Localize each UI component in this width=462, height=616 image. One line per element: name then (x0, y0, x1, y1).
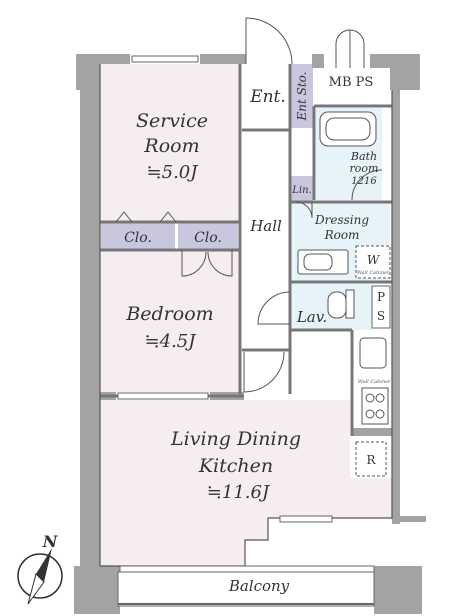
linen-label: Lin. (291, 185, 311, 196)
pipe-space (371, 285, 391, 329)
washer-space (355, 245, 391, 279)
linen-cupboard (291, 176, 313, 202)
lavatory-label: Lav. (296, 308, 327, 326)
compass-north-label: N (42, 532, 59, 551)
compass-needle-icon (36, 548, 52, 582)
ps-line2: S (377, 309, 385, 323)
closet-bedroom-label: Clo. (194, 230, 222, 246)
dressing-room-line1: Dressing (314, 213, 369, 227)
fridge-label: R (366, 453, 376, 467)
balcony-label: Balcony (228, 577, 290, 595)
bedroom-name: Bedroom (125, 303, 213, 325)
entrance-label: Ent. (249, 87, 286, 107)
ent-storage-label: Ent Sto. (295, 72, 309, 122)
ldk-name-2: Kitchen (198, 455, 273, 477)
ldk-name-1: Living Dining (170, 428, 301, 450)
wall-cabinet-label-dressing: Wall Cabinet (357, 270, 390, 276)
balcony-area (117, 571, 375, 607)
sink (359, 337, 387, 369)
service-closet (101, 222, 175, 250)
bedroom-floor (100, 250, 240, 392)
toilet (327, 291, 347, 319)
bedroom-closet (178, 222, 238, 250)
doors (115, 17, 383, 393)
fixtures (297, 111, 391, 477)
bathroom-line2: room (350, 162, 379, 175)
bathroom-size: 1216 (351, 176, 377, 187)
hall-floor (242, 64, 290, 394)
ldk-area: ≒11.6J (207, 482, 271, 503)
walls (74, 54, 426, 614)
compass: N (17, 532, 63, 605)
fridge-space (355, 441, 387, 477)
ps-line1: P (377, 290, 385, 304)
closet-service-label: Clo. (124, 230, 152, 246)
service-room-name-2: Room (143, 135, 199, 157)
service-room-floor (100, 64, 240, 224)
compass-ring (17, 553, 63, 599)
bathroom-line1: Bath (350, 150, 377, 163)
bedroom-area: ≒4.5J (145, 331, 198, 352)
service-room-area: ≒5.0J (147, 162, 200, 183)
service-room-name-1: Service (136, 110, 208, 132)
washer-label: W (367, 253, 381, 267)
wall-cabinet-label-kitchen: Wall Cabinet (358, 379, 391, 385)
dressing-room-line2: Room (324, 228, 360, 242)
hall-label: Hall (249, 217, 282, 235)
stove (361, 387, 389, 425)
entrance-storage (291, 64, 313, 128)
mb-ps-label: MB PS (329, 75, 374, 90)
ldk-floor (100, 400, 392, 566)
